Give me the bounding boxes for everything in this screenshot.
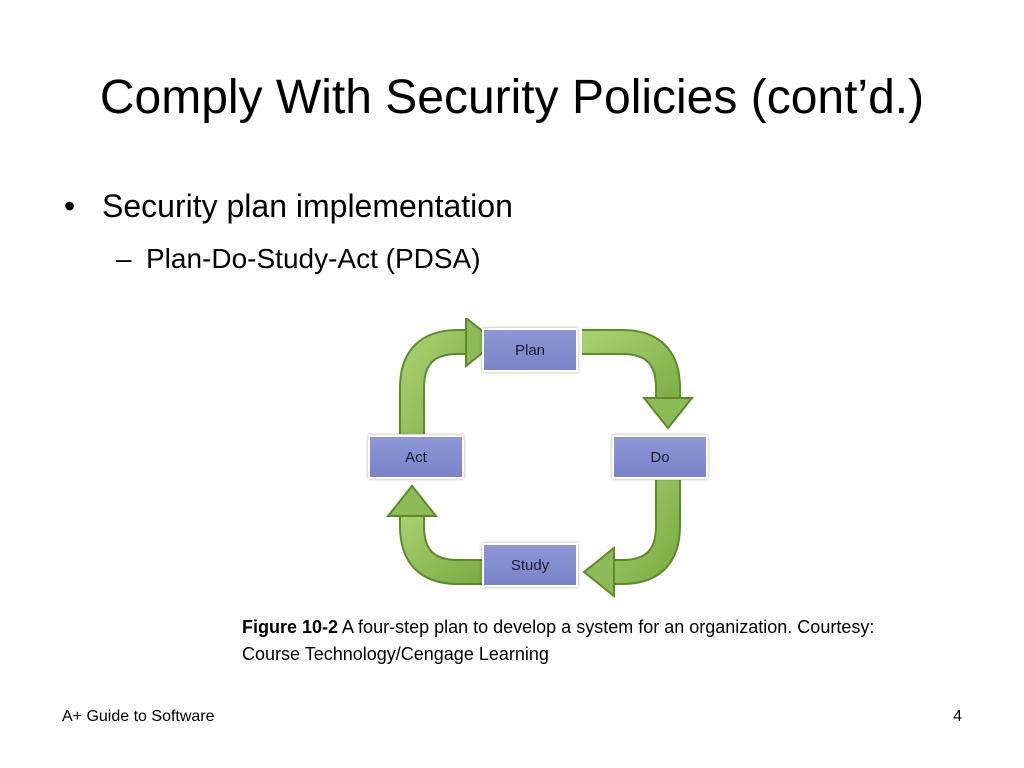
- bullet-text: Security plan implementation: [102, 188, 513, 224]
- figure-caption-text: A four-step plan to develop a system for…: [242, 617, 875, 664]
- arrow-do-to-study: [582, 480, 681, 599]
- step-act-box: Act: [368, 435, 464, 479]
- arrow-study-to-act: [385, 484, 482, 585]
- footer-course-title: A+ Guide to Software: [62, 708, 215, 725]
- step-do-box: Do: [612, 435, 708, 479]
- arrow-plan-to-do: [582, 329, 695, 430]
- sub-bullet-text: Plan-Do-Study-Act (PDSA): [146, 243, 481, 274]
- bullet-marker: •: [64, 188, 76, 224]
- slide-title: Comply With Security Policies (cont’d.): [99, 71, 925, 124]
- sub-bullet-marker: –: [116, 243, 132, 274]
- figure-label: Figure 10-2: [242, 617, 339, 637]
- slide-number: 4: [953, 708, 962, 725]
- step-plan-box: Plan: [482, 328, 578, 372]
- arrow-act-to-plan: [399, 318, 498, 434]
- pdsa-cycle-diagram: Plan Do Study Act: [360, 318, 720, 600]
- figure-caption: Figure 10-2 A four-step plan to develop …: [242, 614, 902, 668]
- step-study-box: Study: [482, 543, 578, 587]
- pdsa-arrows: [385, 318, 695, 599]
